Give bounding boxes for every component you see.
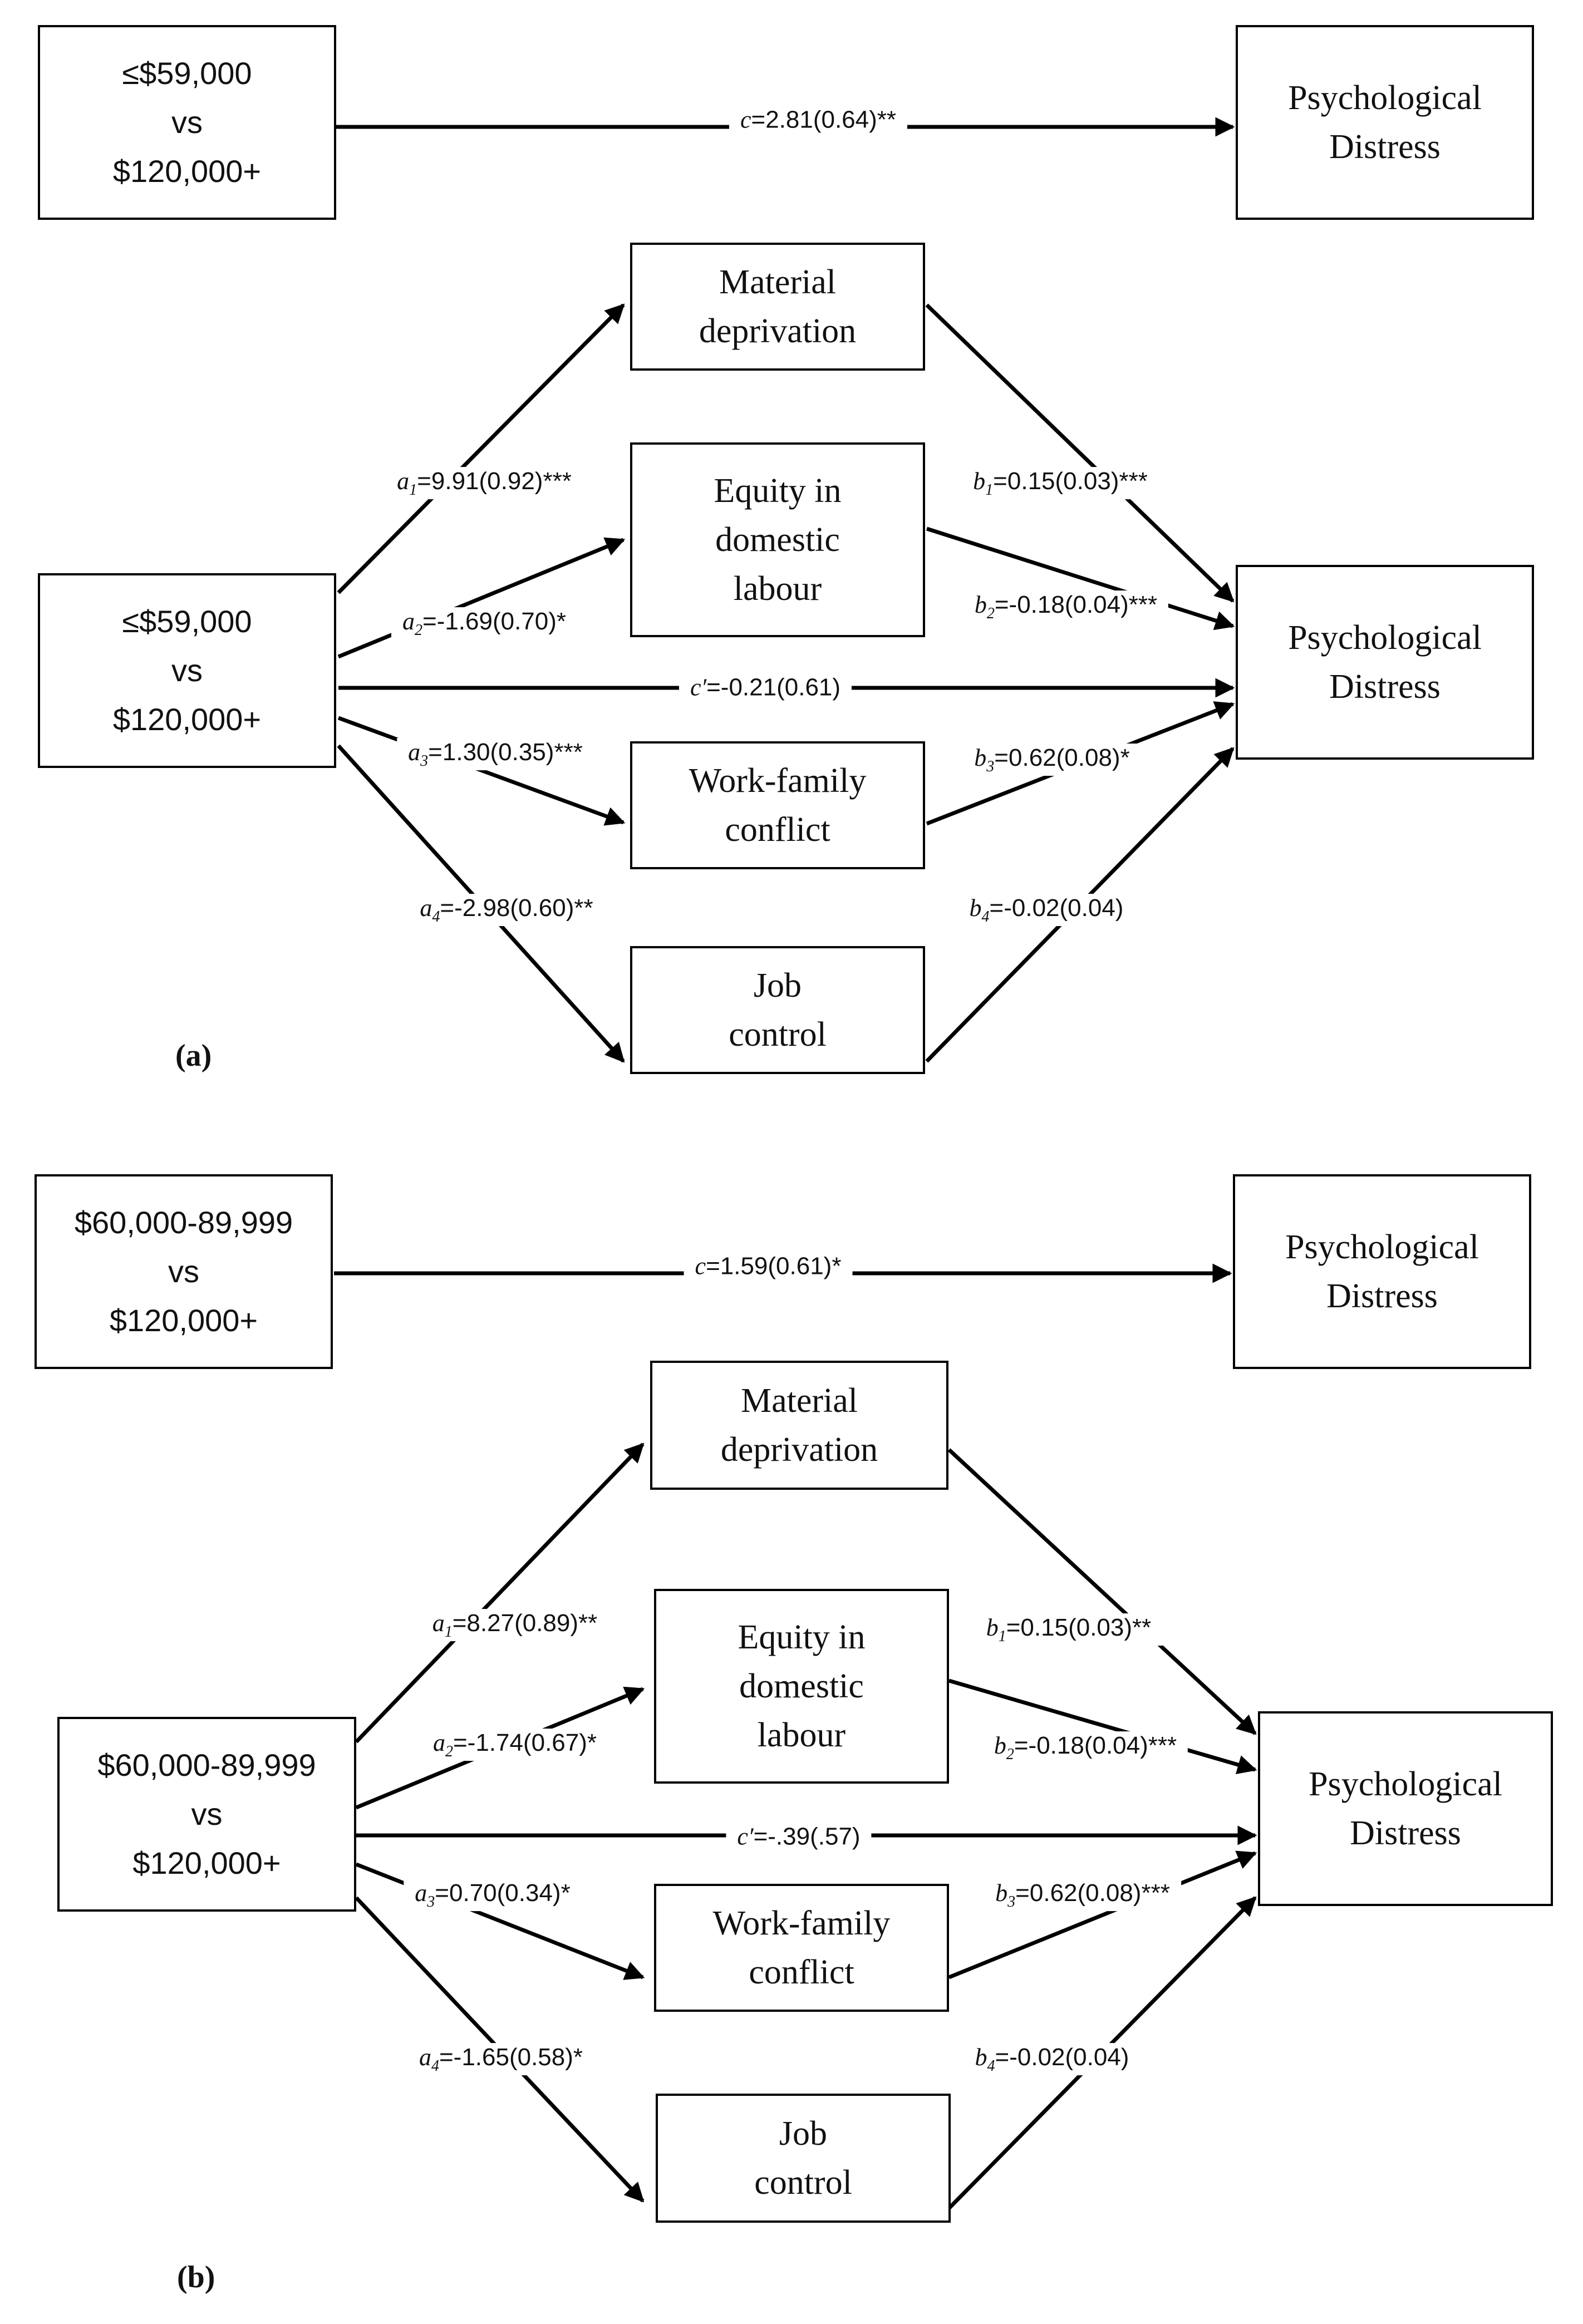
path-b2-a: [926, 526, 1235, 631]
path-a1-b: [355, 1442, 645, 1744]
label-a4-b: a4=-1.65(0.58)*: [407, 2043, 594, 2075]
predictor-box-b: $60,000-89,999 vs $120,000+: [57, 1717, 356, 1912]
label-b2-a: b2=-0.18(0.04)***: [963, 590, 1169, 623]
predictor-box-total-b: $60,000-89,999 vs $120,000+: [35, 1174, 333, 1369]
predictor-line: vs: [171, 105, 203, 140]
mediator-material-deprivation-b: Material deprivation: [650, 1361, 948, 1490]
path-a2-a: [337, 537, 626, 659]
label-b1-a: b1=0.15(0.03)***: [962, 467, 1159, 499]
predictor-box-a: ≤$59,000 vs $120,000+: [38, 573, 336, 768]
label-a3-a: a3=1.30(0.35)***: [397, 738, 594, 770]
label-a1-a: a1=9.91(0.92)***: [386, 467, 583, 499]
mediator-work-family-conflict-b: Work-family conflict: [654, 1884, 949, 2012]
panel-label-a: (a): [175, 1038, 212, 1073]
path-b1-b: [947, 1448, 1257, 1735]
label-cprime-b: c′=-.39(.57): [726, 1822, 872, 1851]
outcome-line: Psychological: [1288, 79, 1482, 117]
panel-label-b: (b): [177, 2260, 215, 2295]
outcome-box-b: Psychological Distress: [1258, 1711, 1553, 1906]
label-a2-a: a2=-1.69(0.70)*: [391, 607, 578, 639]
outcome-box-a: Psychological Distress: [1236, 565, 1534, 760]
predictor-box-total-a: ≤$59,000 vs $120,000+: [38, 25, 336, 220]
mediator-work-family-conflict-a: Work-family conflict: [630, 741, 925, 869]
label-a4-a: a4=-2.98(0.60)**: [409, 894, 604, 926]
outcome-line: Distress: [1329, 128, 1441, 166]
predictor-line: ≤$59,000: [122, 56, 252, 91]
path-b3-b: [948, 1850, 1257, 1980]
path-b1-a: [925, 303, 1235, 603]
mediator-material-deprivation-a: Material deprivation: [630, 243, 925, 371]
label-b3-a: b3=0.62(0.08)*: [963, 744, 1141, 776]
label-a1-b: a1=8.27(0.89)**: [421, 1609, 609, 1641]
path-a1-a: [337, 303, 625, 594]
outcome-box-total-a: Psychological Distress: [1236, 25, 1534, 220]
outcome-box-total-b: Psychological Distress: [1233, 1174, 1531, 1369]
label-b2-b: b2=-0.18(0.04)***: [982, 1731, 1188, 1764]
label-b3-b: b3=0.62(0.08)***: [984, 1879, 1181, 1911]
label-b4-b: b4=-0.02(0.04): [963, 2043, 1140, 2075]
label-b4-a: b4=-0.02(0.04): [958, 894, 1135, 926]
path-a3-a: [337, 716, 626, 826]
mediator-job-control-a: Job control: [630, 946, 925, 1074]
predictor-line: $120,000+: [112, 154, 262, 189]
label-cprime-a: c′=-0.21(0.61): [679, 673, 852, 702]
label-c-total-b: c=1.59(0.61)*: [684, 1252, 853, 1281]
mediator-job-control-b: Job control: [656, 2094, 951, 2223]
path-b2-b: [948, 1678, 1257, 1775]
label-a2-b: a2=-1.74(0.67)*: [421, 1729, 608, 1761]
label-b1-b: b1=0.15(0.03)**: [975, 1613, 1163, 1646]
mediator-equity-domestic-labour-a: Equity in domestic labour: [630, 442, 925, 637]
mediator-equity-domestic-labour-b: Equity in domestic labour: [654, 1589, 949, 1784]
label-c-total-a: c=2.81(0.64)**: [729, 105, 908, 134]
label-a3-b: a3=0.70(0.34)*: [404, 1879, 582, 1911]
